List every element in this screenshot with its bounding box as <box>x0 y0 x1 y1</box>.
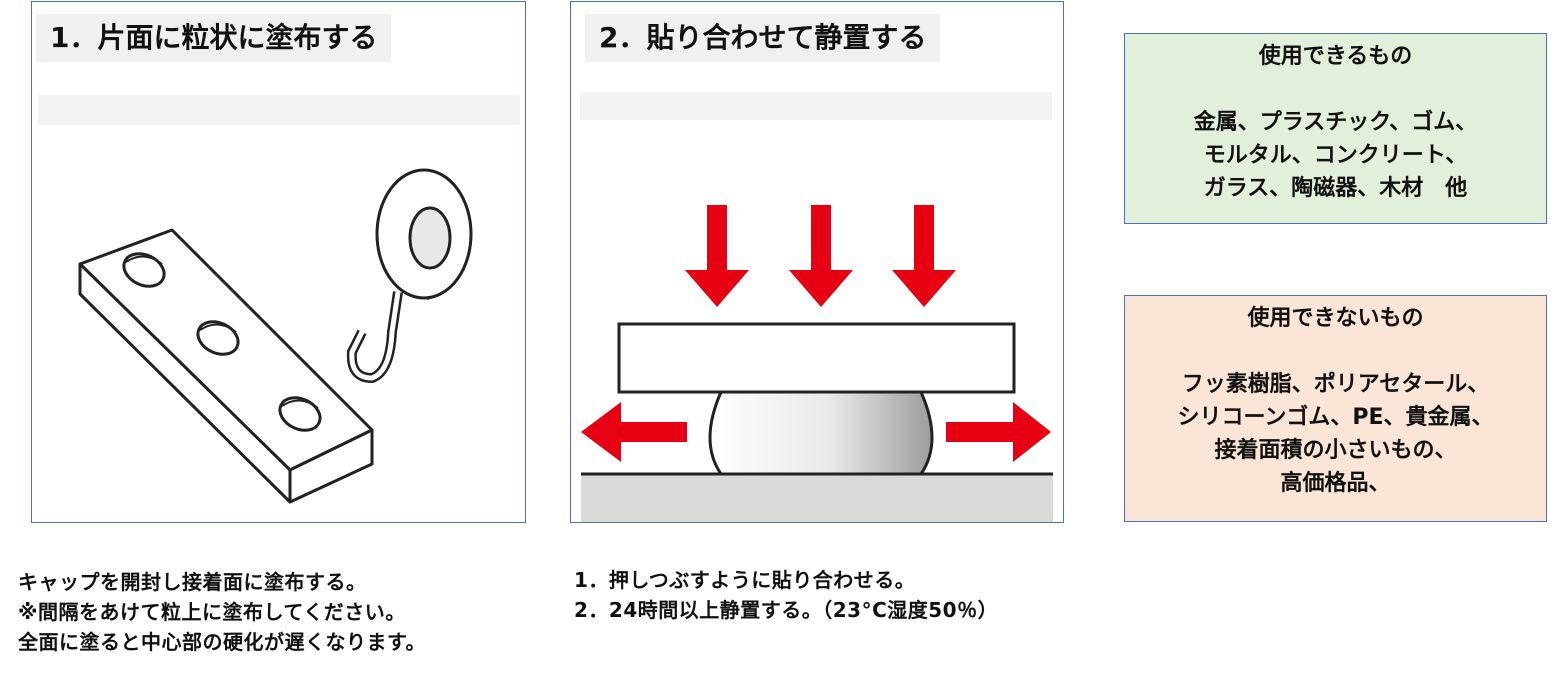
step1-title: 1．片面に粒状に塗布する <box>36 14 392 62</box>
caption-line: ※間隔をあけて粒上に塗布してください。 <box>18 600 406 624</box>
ground <box>581 474 1053 522</box>
usable-materials-box: 使用できるもの 金属、プラスチック、ゴム、 モルタル、コンクリート、 ガラス、陶… <box>1124 33 1547 224</box>
step1-illustration <box>78 168 473 504</box>
step1-band <box>38 95 520 125</box>
hook-illustration <box>346 168 473 384</box>
step1-panel: 1．片面に粒状に塗布する <box>31 1 526 523</box>
right-arrow-icon <box>946 402 1051 462</box>
unusable-line: 高価格品、 <box>1280 471 1391 496</box>
usable-line: モルタル、コンクリート、 <box>1203 143 1468 168</box>
unusable-line: フッ素樹脂、ポリアセタール、 <box>1181 372 1490 397</box>
adhesive-dot <box>278 396 322 432</box>
caption-line: キャップを開封し接着面に塗布する。 <box>18 570 367 594</box>
adhesive-bar-illustration <box>78 228 374 504</box>
left-arrow-icon <box>581 402 687 462</box>
usable-line: ガラス、陶磁器、木材 他 <box>1203 176 1468 201</box>
step1-caption: キャップを開封し接着面に塗布する。 ※間隔をあけて粒上に塗布してください。 全面… <box>18 567 426 657</box>
usable-heading: 使用できるもの <box>1258 44 1413 69</box>
adhesive-dot <box>196 320 240 356</box>
adhesive-blob <box>708 390 934 476</box>
unusable-heading: 使用できないもの <box>1247 306 1424 331</box>
caption-line: 1．押しつぶすように貼り合わせる。 <box>574 568 916 592</box>
step2-title: 2．貼り合わせて静置する <box>585 14 941 62</box>
unusable-line: 接着面積の小さいもの、 <box>1214 438 1457 463</box>
down-arrow-icon <box>685 205 956 307</box>
step2-caption: 1．押しつぶすように貼り合わせる。 2．24時間以上静置する。（23°C湿度50… <box>574 565 998 625</box>
step2-band <box>580 92 1052 120</box>
unusable-line: シリコーンゴム、PE、貴金属、 <box>1177 405 1494 430</box>
adhesive-dot <box>122 252 166 288</box>
caption-line: 全面に塗ると中心部の硬化が遅くなります。 <box>18 630 426 654</box>
top-plate <box>617 322 1016 394</box>
usable-line: 金属、プラスチック、ゴム、 <box>1193 110 1478 135</box>
step2-panel: 2．貼り合わせて静置する <box>570 1 1064 523</box>
unusable-materials-box: 使用できないもの フッ素樹脂、ポリアセタール、 シリコーンゴム、PE、貴金属、 … <box>1124 295 1547 522</box>
step2-illustration <box>581 205 1053 522</box>
caption-line: 2．24時間以上静置する。（23°C湿度50％） <box>574 598 999 622</box>
